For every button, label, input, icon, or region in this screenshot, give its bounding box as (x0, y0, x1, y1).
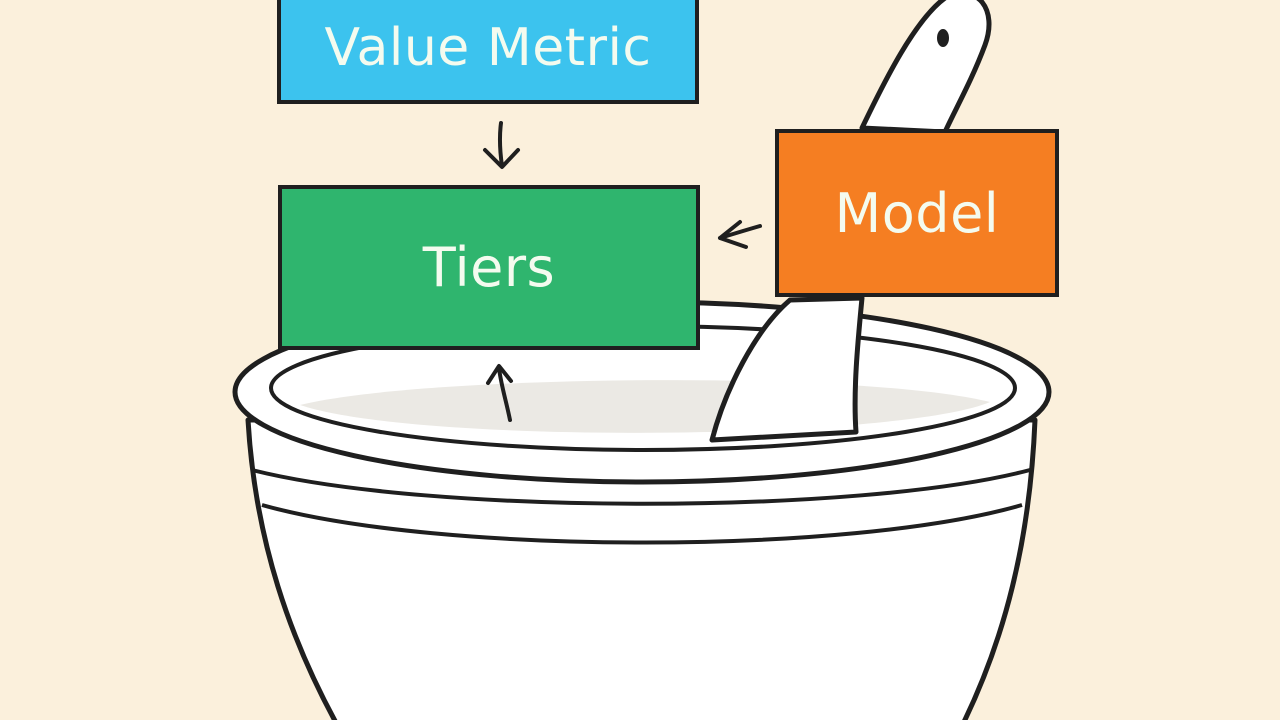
tiers-label: Tiers (422, 236, 556, 299)
model-label: Model (834, 181, 1000, 245)
tiers-node: Tiers (278, 185, 700, 350)
model-node: Model (775, 129, 1059, 297)
bowl-band-upper (251, 468, 1031, 506)
spoon-hole (937, 29, 949, 47)
value-metric-label: Value Metric (324, 18, 652, 78)
arrow-model-to-tiers (718, 220, 762, 249)
value-metric-node: Value Metric (277, 0, 699, 104)
spoon-handle (859, 0, 992, 135)
bowl-band-lower (261, 503, 1023, 545)
arrow-bowl-to-tiers (486, 364, 513, 422)
spoon-bowl (709, 295, 865, 443)
arrow-value-to-tiers (483, 121, 520, 169)
